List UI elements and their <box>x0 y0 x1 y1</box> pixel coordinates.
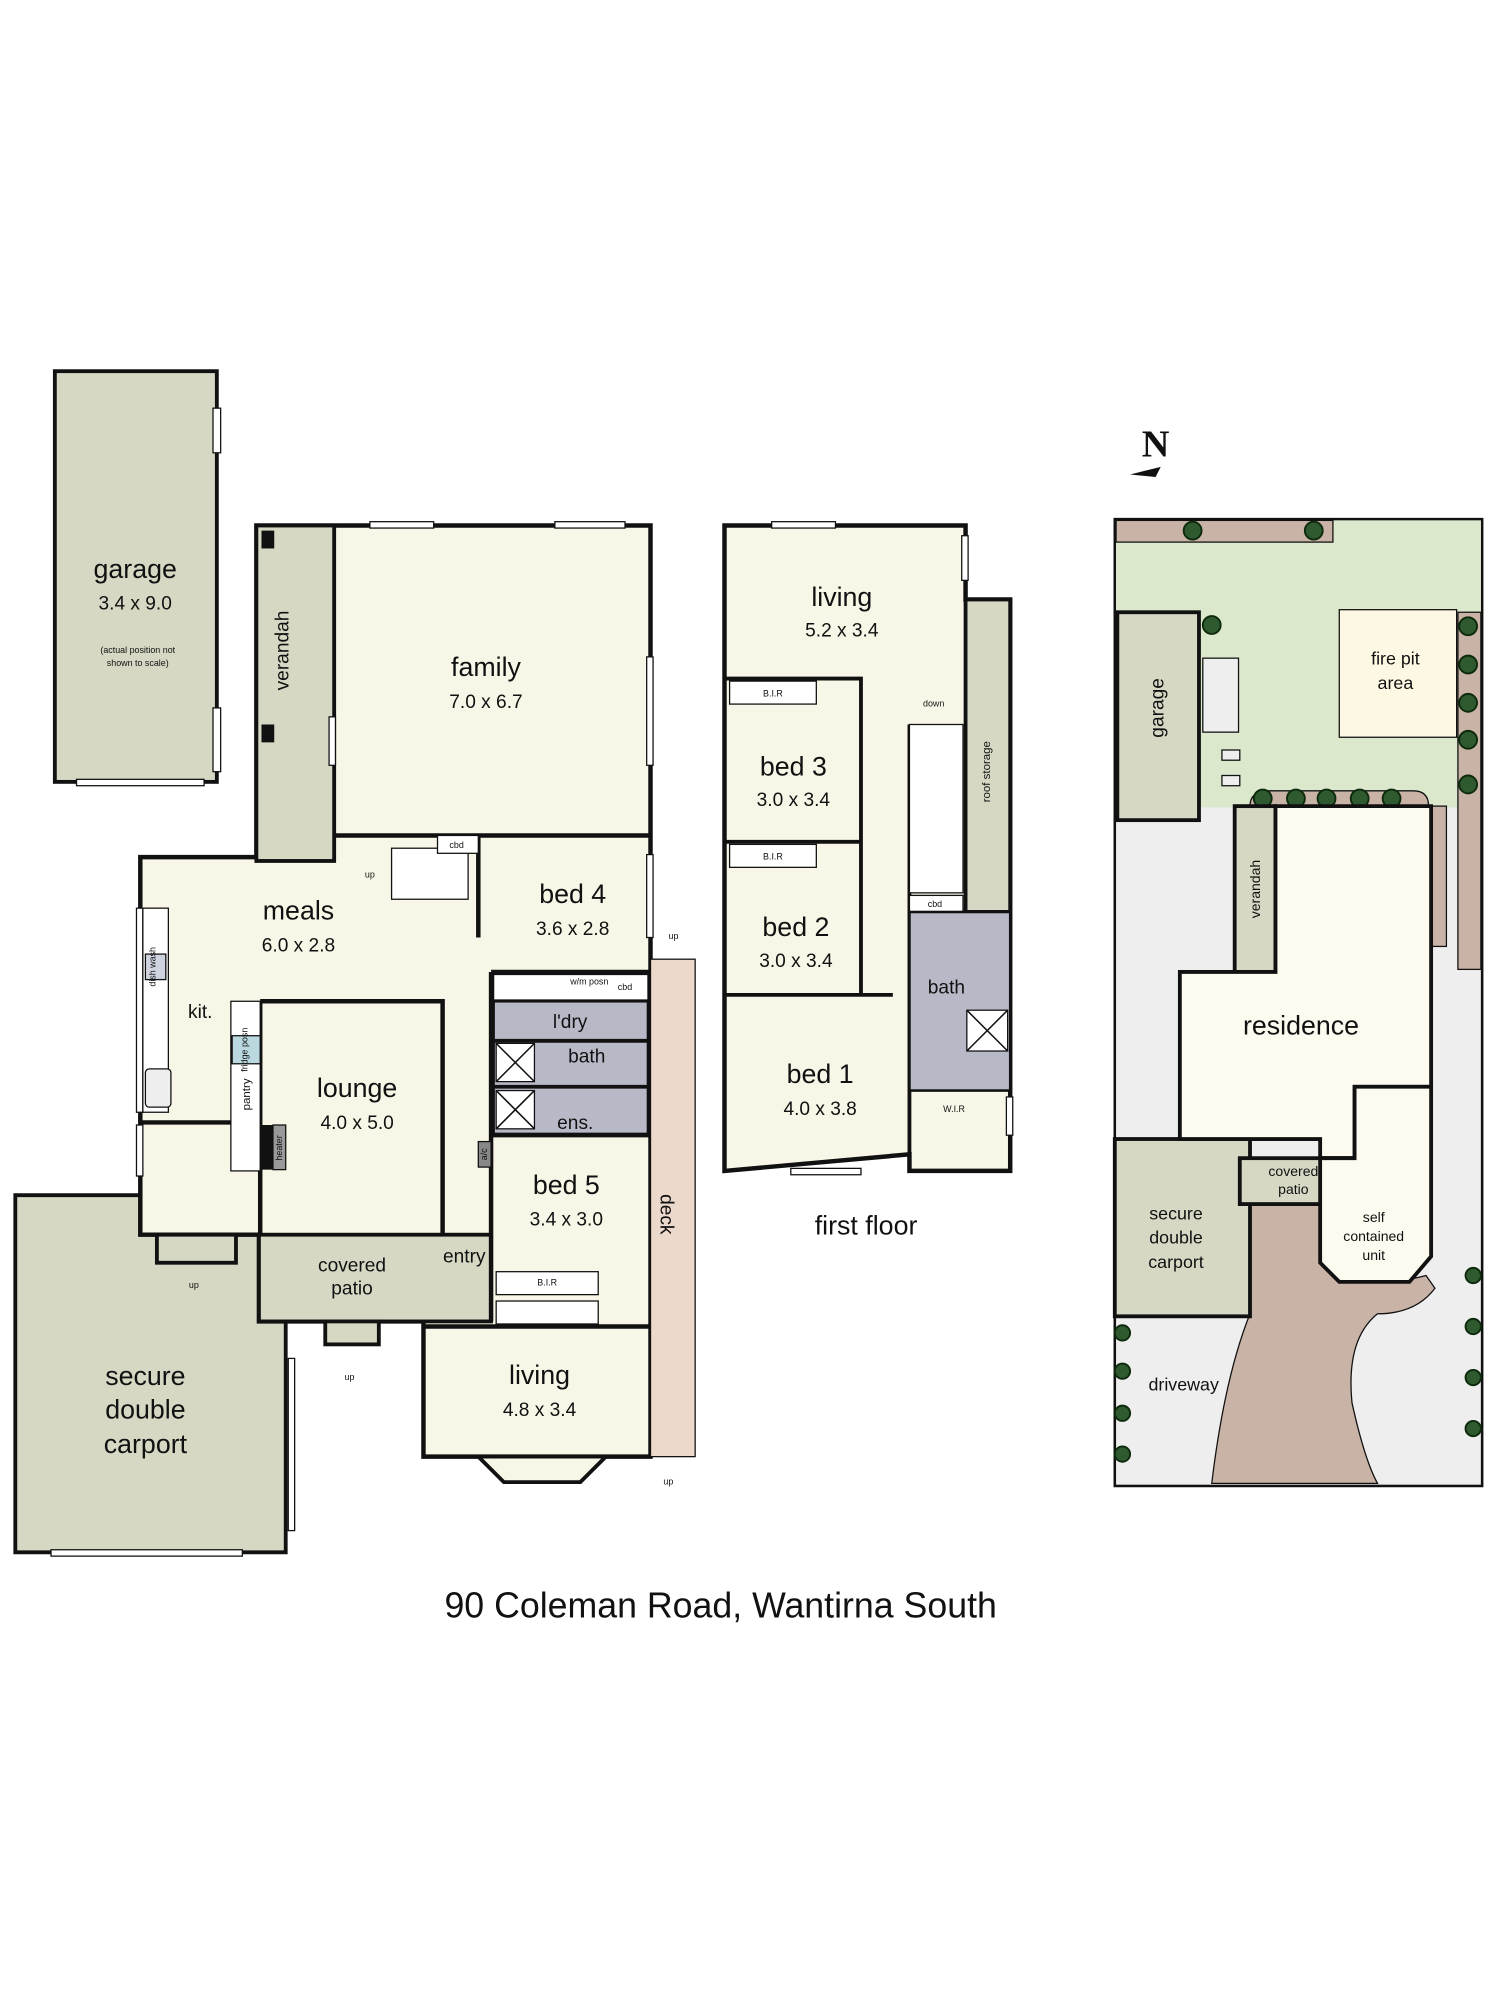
heater-label: heater <box>274 1135 284 1160</box>
laundry-label: l'dry <box>553 1012 588 1033</box>
verandah-label: verandah <box>272 611 293 691</box>
bir-label: B.I.R <box>763 688 783 698</box>
carport-label: double <box>105 1394 185 1424</box>
north-arrow-icon <box>1130 466 1161 478</box>
up-label: up <box>189 1280 199 1290</box>
up-label: up <box>365 870 375 880</box>
bir-label: B.I.R <box>763 852 783 862</box>
meals-label: meals <box>263 896 334 926</box>
carport-label: secure <box>105 1361 185 1391</box>
north-compass-label: N <box>1142 424 1170 466</box>
cbd-label: cbd <box>928 899 942 909</box>
verandah <box>254 523 337 863</box>
roof-storage-label: roof storage <box>981 741 993 802</box>
first-floor: roof storage down cbd bath W.I.R B.I.R B… <box>722 521 1014 1241</box>
roof-storage <box>963 597 1013 914</box>
up-label: up <box>663 1477 673 1487</box>
up-label: up <box>669 931 679 941</box>
site-patio-label: patio <box>1278 1181 1309 1197</box>
bed2-label: bed 2 <box>762 912 829 942</box>
cbd-label: cbd <box>449 840 463 850</box>
carport-label: carport <box>104 1429 188 1459</box>
fire-pit-label: area <box>1378 673 1414 693</box>
bir-label: B.I.R <box>537 1278 557 1288</box>
ff-living-label: living <box>811 582 872 612</box>
wm-label: w/m posn <box>569 977 608 987</box>
fire-pit-area <box>1338 609 1458 738</box>
site-plan: N fire pit area garage secure double car… <box>1112 424 1484 1488</box>
laundry-bench <box>492 973 649 1001</box>
ground-floor: garage 3.4 x 9.0 (actual position not sh… <box>13 369 696 1557</box>
staircase <box>908 723 964 894</box>
patio-label: covered <box>318 1256 386 1277</box>
site-carport-label: carport <box>1148 1252 1204 1272</box>
lounge-size: 4.0 x 5.0 <box>320 1113 393 1134</box>
up-label: up <box>345 1372 355 1382</box>
pantry-unit <box>230 1000 261 1172</box>
site-carport <box>1112 1137 1252 1319</box>
residence-label: residence <box>1243 1010 1359 1040</box>
down-label: down <box>923 699 944 709</box>
bed4-label: bed 4 <box>539 879 606 909</box>
garage-label: garage <box>94 554 177 584</box>
wir-label: W.I.R <box>943 1104 965 1114</box>
bath-label: bath <box>568 1047 605 1068</box>
staircase <box>390 847 469 900</box>
trees <box>1113 520 1482 1463</box>
first-bath <box>908 910 1012 1092</box>
bed4-size: 3.6 x 2.8 <box>536 919 609 940</box>
fire-pit-label: fire pit <box>1371 649 1420 669</box>
meals-size: 6.0 x 2.8 <box>262 936 335 957</box>
unit-label: unit <box>1362 1247 1385 1263</box>
bed5-label: bed 5 <box>533 1170 600 1200</box>
bed1-size: 4.0 x 3.8 <box>783 1099 856 1120</box>
ensuite-label: ens. <box>557 1113 593 1134</box>
living-size: 4.8 x 3.4 <box>503 1400 577 1421</box>
patio-label: patio <box>331 1279 372 1300</box>
site-patio-label: covered <box>1268 1163 1318 1179</box>
deck <box>649 958 696 1458</box>
bed2-size: 3.0 x 3.4 <box>759 951 833 972</box>
site-garage <box>1115 610 1201 823</box>
bed3-size: 3.0 x 3.4 <box>757 790 831 811</box>
living-label: living <box>509 1360 570 1390</box>
first-floor-label: first floor <box>815 1211 918 1241</box>
ff-living-size: 5.2 x 3.4 <box>805 620 879 641</box>
cooktop-icon <box>144 1068 172 1108</box>
dishwasher-label: dish wash <box>148 947 158 987</box>
self-contained-unit <box>1318 1084 1434 1284</box>
garage-note: shown to scale) <box>107 658 169 668</box>
lounge-label: lounge <box>317 1073 397 1103</box>
bed1-label: bed 1 <box>787 1059 854 1089</box>
site-garage-label: garage <box>1147 678 1168 738</box>
driveway-label: driveway <box>1148 1374 1218 1394</box>
unit-label: contained <box>1343 1228 1404 1244</box>
bed3-label: bed 3 <box>760 752 827 782</box>
entry-label: entry <box>443 1247 486 1268</box>
site-carport-label: secure <box>1149 1203 1203 1223</box>
property-address: 90 Coleman Road, Wantirna South <box>444 1585 996 1625</box>
bed5-size: 3.4 x 3.0 <box>530 1210 603 1231</box>
site-verandah-label: verandah <box>1247 860 1263 918</box>
garage-room <box>52 369 219 784</box>
unit-label: self <box>1363 1209 1385 1225</box>
garage-size: 3.4 x 9.0 <box>99 594 172 615</box>
family-label: family <box>451 652 522 682</box>
garage-note: (actual position not <box>100 645 175 655</box>
ac-label: a/c <box>479 1148 489 1160</box>
fridge-label: fridge posn <box>239 1028 249 1072</box>
site-carport-label: double <box>1149 1228 1203 1248</box>
bath-label: bath <box>928 978 965 999</box>
kitchen-label: kit. <box>188 1002 212 1023</box>
family-size: 7.0 x 6.7 <box>449 692 522 713</box>
deck-label: deck <box>656 1194 677 1235</box>
garden-paving <box>1211 1198 1436 1485</box>
cbd-label: cbd <box>618 982 632 992</box>
pantry-label: pantry <box>241 1078 253 1110</box>
